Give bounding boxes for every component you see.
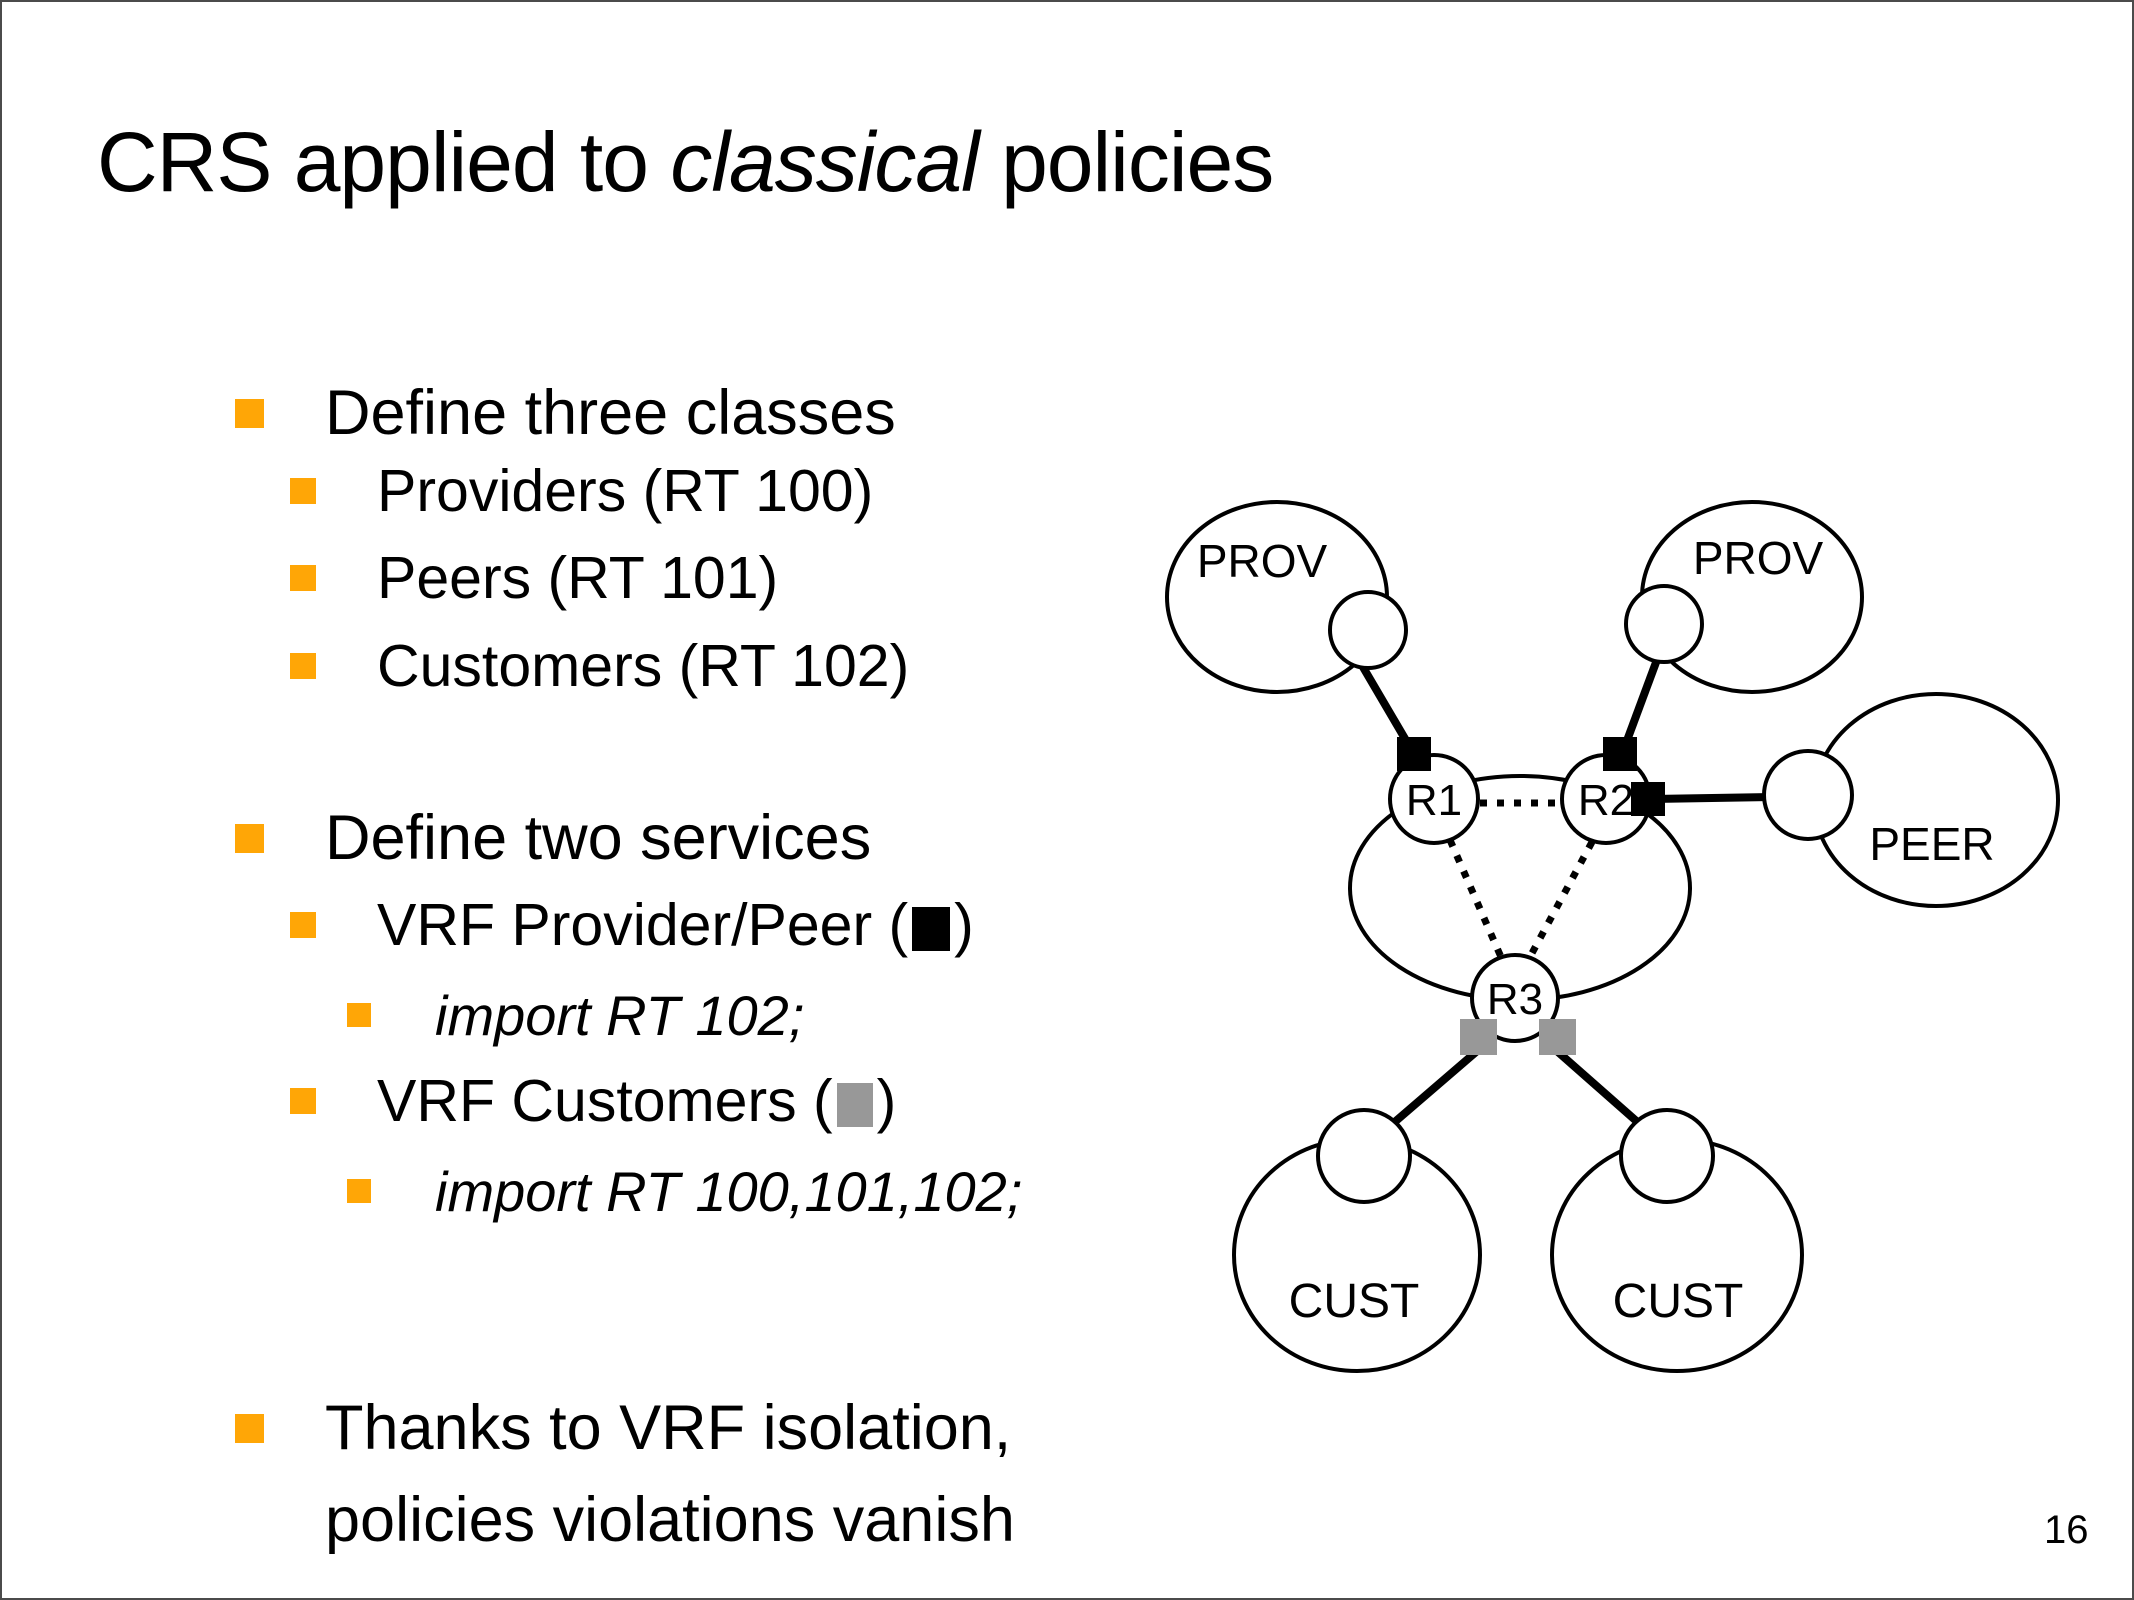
bullet-row-thanks-vrf-isolation: Thanks to VRF isolation, [235,1389,1011,1467]
peer-router-circle [1762,749,1854,841]
dotted-session-r2-r3 [1527,840,1596,957]
link-r3-custleft [1387,1048,1479,1130]
cust-right-router-circle [1619,1108,1715,1204]
bullet-text: Define three classes [325,378,896,448]
orange-bullet-icon [347,1179,371,1203]
bullet-text: VRF Customers () [377,1068,897,1134]
bullet-row-providers: Providers (RT 100) [290,452,873,530]
cust-left-router-circle [1316,1108,1412,1204]
slide-title: CRS applied to classical policies [97,114,1274,211]
bullet-row-vrf-customers: VRF Customers () [290,1062,896,1140]
orange-bullet-icon [347,1003,371,1027]
router-r1-label: R1 [1406,776,1462,825]
prov-right-label: PROV [1693,532,1824,584]
orange-bullet-icon [290,1088,316,1114]
orange-bullet-icon [290,565,316,591]
bullet-text: Providers (RT 100) [377,458,874,524]
orange-bullet-icon [290,478,316,504]
bullet-text: Peers (RT 101) [377,545,779,611]
orange-bullet-icon [290,912,316,938]
bullet-row-customers: Customers (RT 102) [290,627,909,705]
vrf-provider-square-r2 [1603,737,1637,771]
title-suffix: policies [978,115,1274,209]
link-r2-peer [1651,793,1773,803]
vrf-provider-square-r1 [1397,737,1431,771]
orange-bullet-icon [235,398,264,428]
page-number: 16 [2044,1508,2089,1552]
title-prefix: CRS applied to [97,115,671,209]
bullet-text: Thanks to VRF isolation, [325,1393,1012,1463]
bullet-text: VRF Provider/Peer () [377,892,974,958]
bullet-text: Customers (RT 102) [377,633,910,699]
orange-bullet-icon [235,823,264,853]
peer-label: PEER [1869,818,1994,870]
bullet-text: Define two services [325,803,872,873]
bullet-text: import RT 102; [435,983,805,1047]
bullet-text: import RT 100,101,102; [435,1159,1023,1223]
bullet-row-import-rt102: import RT 102; [347,976,804,1054]
dotted-session-r1-r3 [1446,838,1505,959]
link-r3-custright [1555,1048,1645,1130]
bullet-continuation-line: policies violations vanish [325,1485,1015,1555]
bullet-row-import-rt100-101-102: import RT 100,101,102; [347,1152,1022,1230]
provider-peer-square-icon [912,907,951,951]
prov-left-label: PROV [1197,535,1328,587]
vrf-peer-square-r2 [1631,782,1665,816]
prov-right-router-circle [1624,584,1704,664]
bullet-row-peers: Peers (RT 101) [290,539,778,617]
vrf-customer-square-r3-left [1460,1019,1497,1055]
router-r1-circle [1388,753,1480,845]
orange-bullet-icon [290,653,316,679]
vrf-customer-square-r3-right [1539,1019,1576,1055]
bullet-row-define-two-services: Define two services [235,799,871,877]
cust-left-label: CUST [1289,1275,1420,1328]
network-diagram: PROV PROV PEER CUST CUST R1 R2 R3 [1165,500,2060,1373]
title-italic-word: classical [670,115,979,209]
orange-bullet-icon [235,1413,264,1443]
router-r3-label: R3 [1487,975,1543,1024]
bullet-row-define-three-classes: Define three classes [235,374,896,452]
router-r2-label: R2 [1578,776,1634,825]
bullet-row-vrf-provider-peer: VRF Provider/Peer () [290,886,974,964]
cust-right-label: CUST [1613,1275,1744,1328]
prov-left-router-circle [1328,590,1408,670]
customers-square-icon [836,1083,873,1127]
